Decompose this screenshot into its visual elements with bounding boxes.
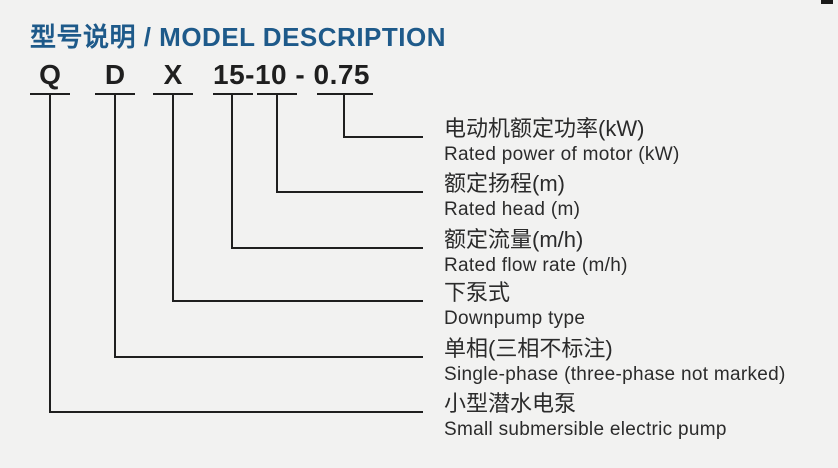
label-zh-rated-power: 电动机额定功率(kW) — [444, 116, 645, 141]
code-underline-x — [153, 93, 193, 95]
code-underline-d — [95, 93, 135, 95]
label-zh-small-pump: 小型潜水电泵 — [444, 391, 577, 416]
label-en-rated-flow: Rated flow rate (m/h) — [444, 255, 628, 276]
label-en-rated-head: Rated head (m) — [444, 199, 581, 220]
section-title: 型号说明 / MODEL DESCRIPTION — [30, 22, 446, 52]
label-zh-rated-head: 额定扬程(m) — [444, 171, 565, 196]
connector-line-15 — [231, 95, 423, 249]
code-underline-q — [30, 93, 70, 95]
label-zh-rated-flow: 额定流量(m/h) — [444, 227, 584, 252]
label-en-single-phase: Single-phase (three-phase not marked) — [444, 364, 786, 385]
model-code-letter-q: Q — [39, 59, 61, 90]
label-en-rated-power: Rated power of motor (kW) — [444, 144, 680, 165]
label-en-downpump: Downpump type — [444, 308, 586, 329]
connector-line-075 — [343, 95, 423, 138]
model-code-letter-d: D — [104, 59, 126, 90]
code-underline-10 — [257, 93, 297, 95]
label-en-small-pump: Small submersible electric pump — [444, 419, 727, 440]
code-underline-075 — [317, 93, 373, 95]
model-code-numbers: 15-10 - 0.75 — [213, 59, 370, 90]
connector-line-d — [114, 95, 423, 358]
model-code-letter-x: X — [163, 59, 183, 90]
connector-line-q — [49, 95, 423, 413]
label-zh-downpump: 下泵式 — [444, 280, 511, 305]
label-zh-single-phase: 单相(三相不标注) — [444, 336, 613, 361]
page-corner-artifact — [821, 0, 833, 4]
connector-line-10 — [276, 95, 423, 193]
connector-line-x — [172, 95, 423, 302]
code-underline-15 — [213, 93, 253, 95]
